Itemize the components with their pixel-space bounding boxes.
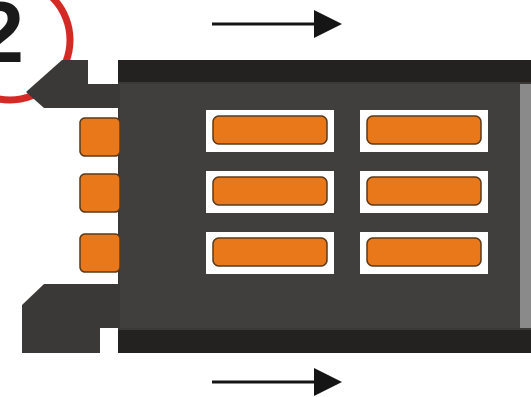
- top-arrow: [212, 10, 342, 38]
- side-contact: [79, 117, 121, 157]
- holder-top-rail: [118, 60, 531, 82]
- arrow-right-icon: [212, 10, 342, 38]
- side-contacts: [79, 117, 121, 273]
- side-contact: [79, 173, 121, 213]
- step-number: 2: [0, 0, 24, 81]
- contact-pad-icon: [212, 176, 328, 206]
- contact-pad-icon: [366, 176, 482, 206]
- contact-column-left: [206, 110, 334, 274]
- contact-pad-icon: [212, 237, 328, 267]
- arrow-right-icon: [212, 368, 342, 396]
- contact-pad-icon: [212, 115, 328, 145]
- contact-column-right: [360, 110, 488, 274]
- side-contact: [79, 233, 121, 273]
- holder-bottom-rail: [118, 330, 531, 353]
- contact-pad-icon: [366, 237, 482, 267]
- holder-side-strip: [520, 84, 531, 328]
- contact-pad-icon: [366, 115, 482, 145]
- sim-card-tray-icon: [22, 60, 531, 353]
- bottom-arrow: [212, 368, 342, 396]
